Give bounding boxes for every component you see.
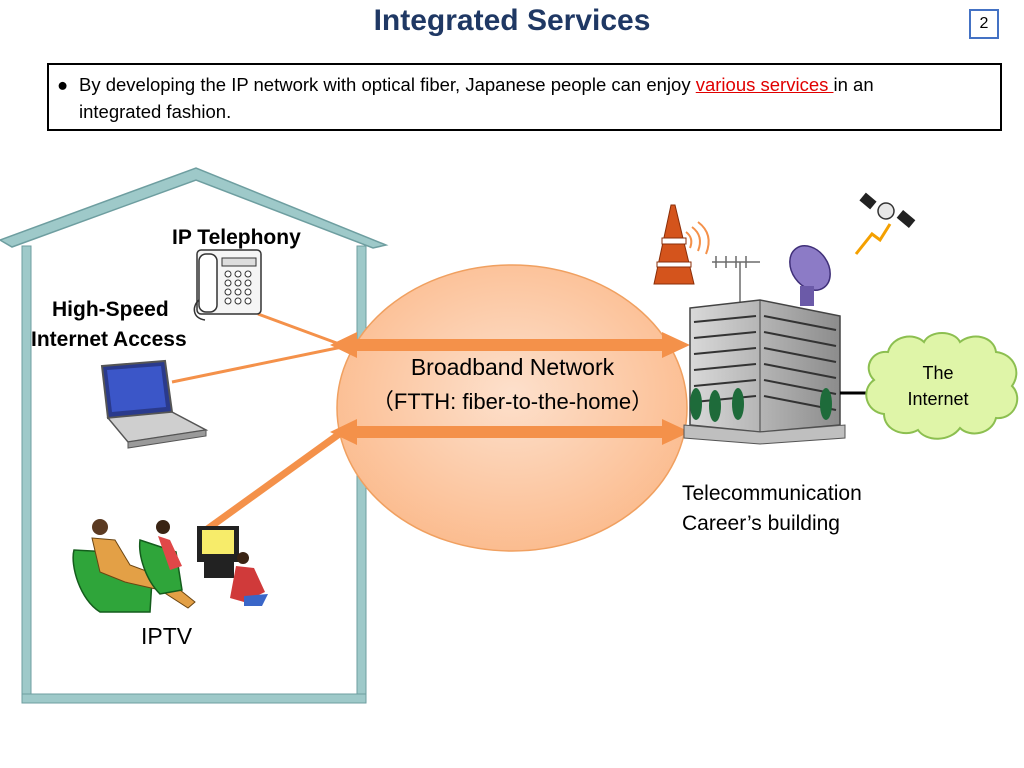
broadband-label-line2: （FTTH: fiber-to-the-home） [371, 389, 654, 414]
bullet-box: ● By developing the IP network with optic… [47, 63, 1002, 131]
iptv-label: IPTV [141, 623, 193, 649]
broadcast-tower-icon [653, 204, 695, 285]
satellite-dish-icon [789, 245, 831, 306]
double-arrow-upper [330, 332, 690, 358]
bullet-text: ● By developing the IP network with optic… [57, 71, 992, 125]
various-services-link[interactable]: various services [695, 74, 834, 95]
telephone-icon [193, 249, 262, 321]
internet-label-line2: Internet [907, 389, 969, 409]
page-number: 2 [969, 9, 999, 39]
telecom-building-icon [683, 299, 846, 445]
laptop-icon [100, 359, 209, 449]
ip-telephony-label: IP Telephony [172, 226, 301, 249]
double-arrow-lower [330, 419, 690, 445]
antenna-icon [712, 256, 760, 305]
internet-cloud [865, 332, 1019, 440]
bullet-text-after: in an [833, 74, 874, 95]
telecom-label-line1: Telecommunication [682, 482, 862, 505]
high-speed-label-line1: High-Speed [52, 298, 169, 321]
device-links [171, 312, 345, 533]
high-speed-label-line2: Internet Access [31, 328, 187, 351]
satellite-signal-icon [854, 223, 892, 255]
bullet-text-before: By developing the IP network with optica… [79, 74, 696, 95]
internet-label-line1: The [922, 363, 954, 383]
satellite-icon [859, 192, 916, 228]
double-arrows [330, 332, 690, 445]
family-tv-icon [72, 519, 268, 613]
telecom-label-line2: Career’s building [682, 512, 840, 535]
bullet-marker: ● [57, 74, 69, 95]
broadband-network-oval [336, 264, 688, 552]
signal-waves-icon [685, 221, 710, 255]
slide-title: Integrated Services [373, 4, 651, 37]
broadband-label-line1: Broadband Network [410, 354, 615, 380]
bullet-text-line2: integrated fashion. [79, 101, 232, 122]
